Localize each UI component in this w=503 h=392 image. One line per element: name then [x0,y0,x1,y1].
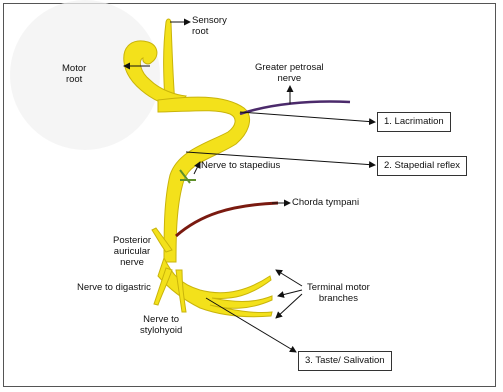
terminal-arrow-2 [278,290,302,296]
stapedial-reflex-box: 2. Stapedial reflex [377,156,467,176]
lacrimation-box: 1. Lacrimation [377,112,451,132]
greater-petrosal-nerve [240,102,350,115]
terminal-motor-branches [158,258,272,317]
nerve-to-digastric-label: Nerve to digastric [77,282,151,293]
taste-salivation-box: 3. Taste/ Salivation [298,351,392,371]
nerve-to-stapedius-label: Nerve to stapedius [201,160,280,171]
chorda-tympani-nerve [176,203,278,236]
facial-nerve-trunk [158,97,250,262]
terminal-arrow-1 [276,270,302,286]
lacrimation-arrow [240,112,375,122]
terminal-arrow-3 [276,294,302,318]
chorda-tympani-label: Chorda tympani [292,197,359,208]
